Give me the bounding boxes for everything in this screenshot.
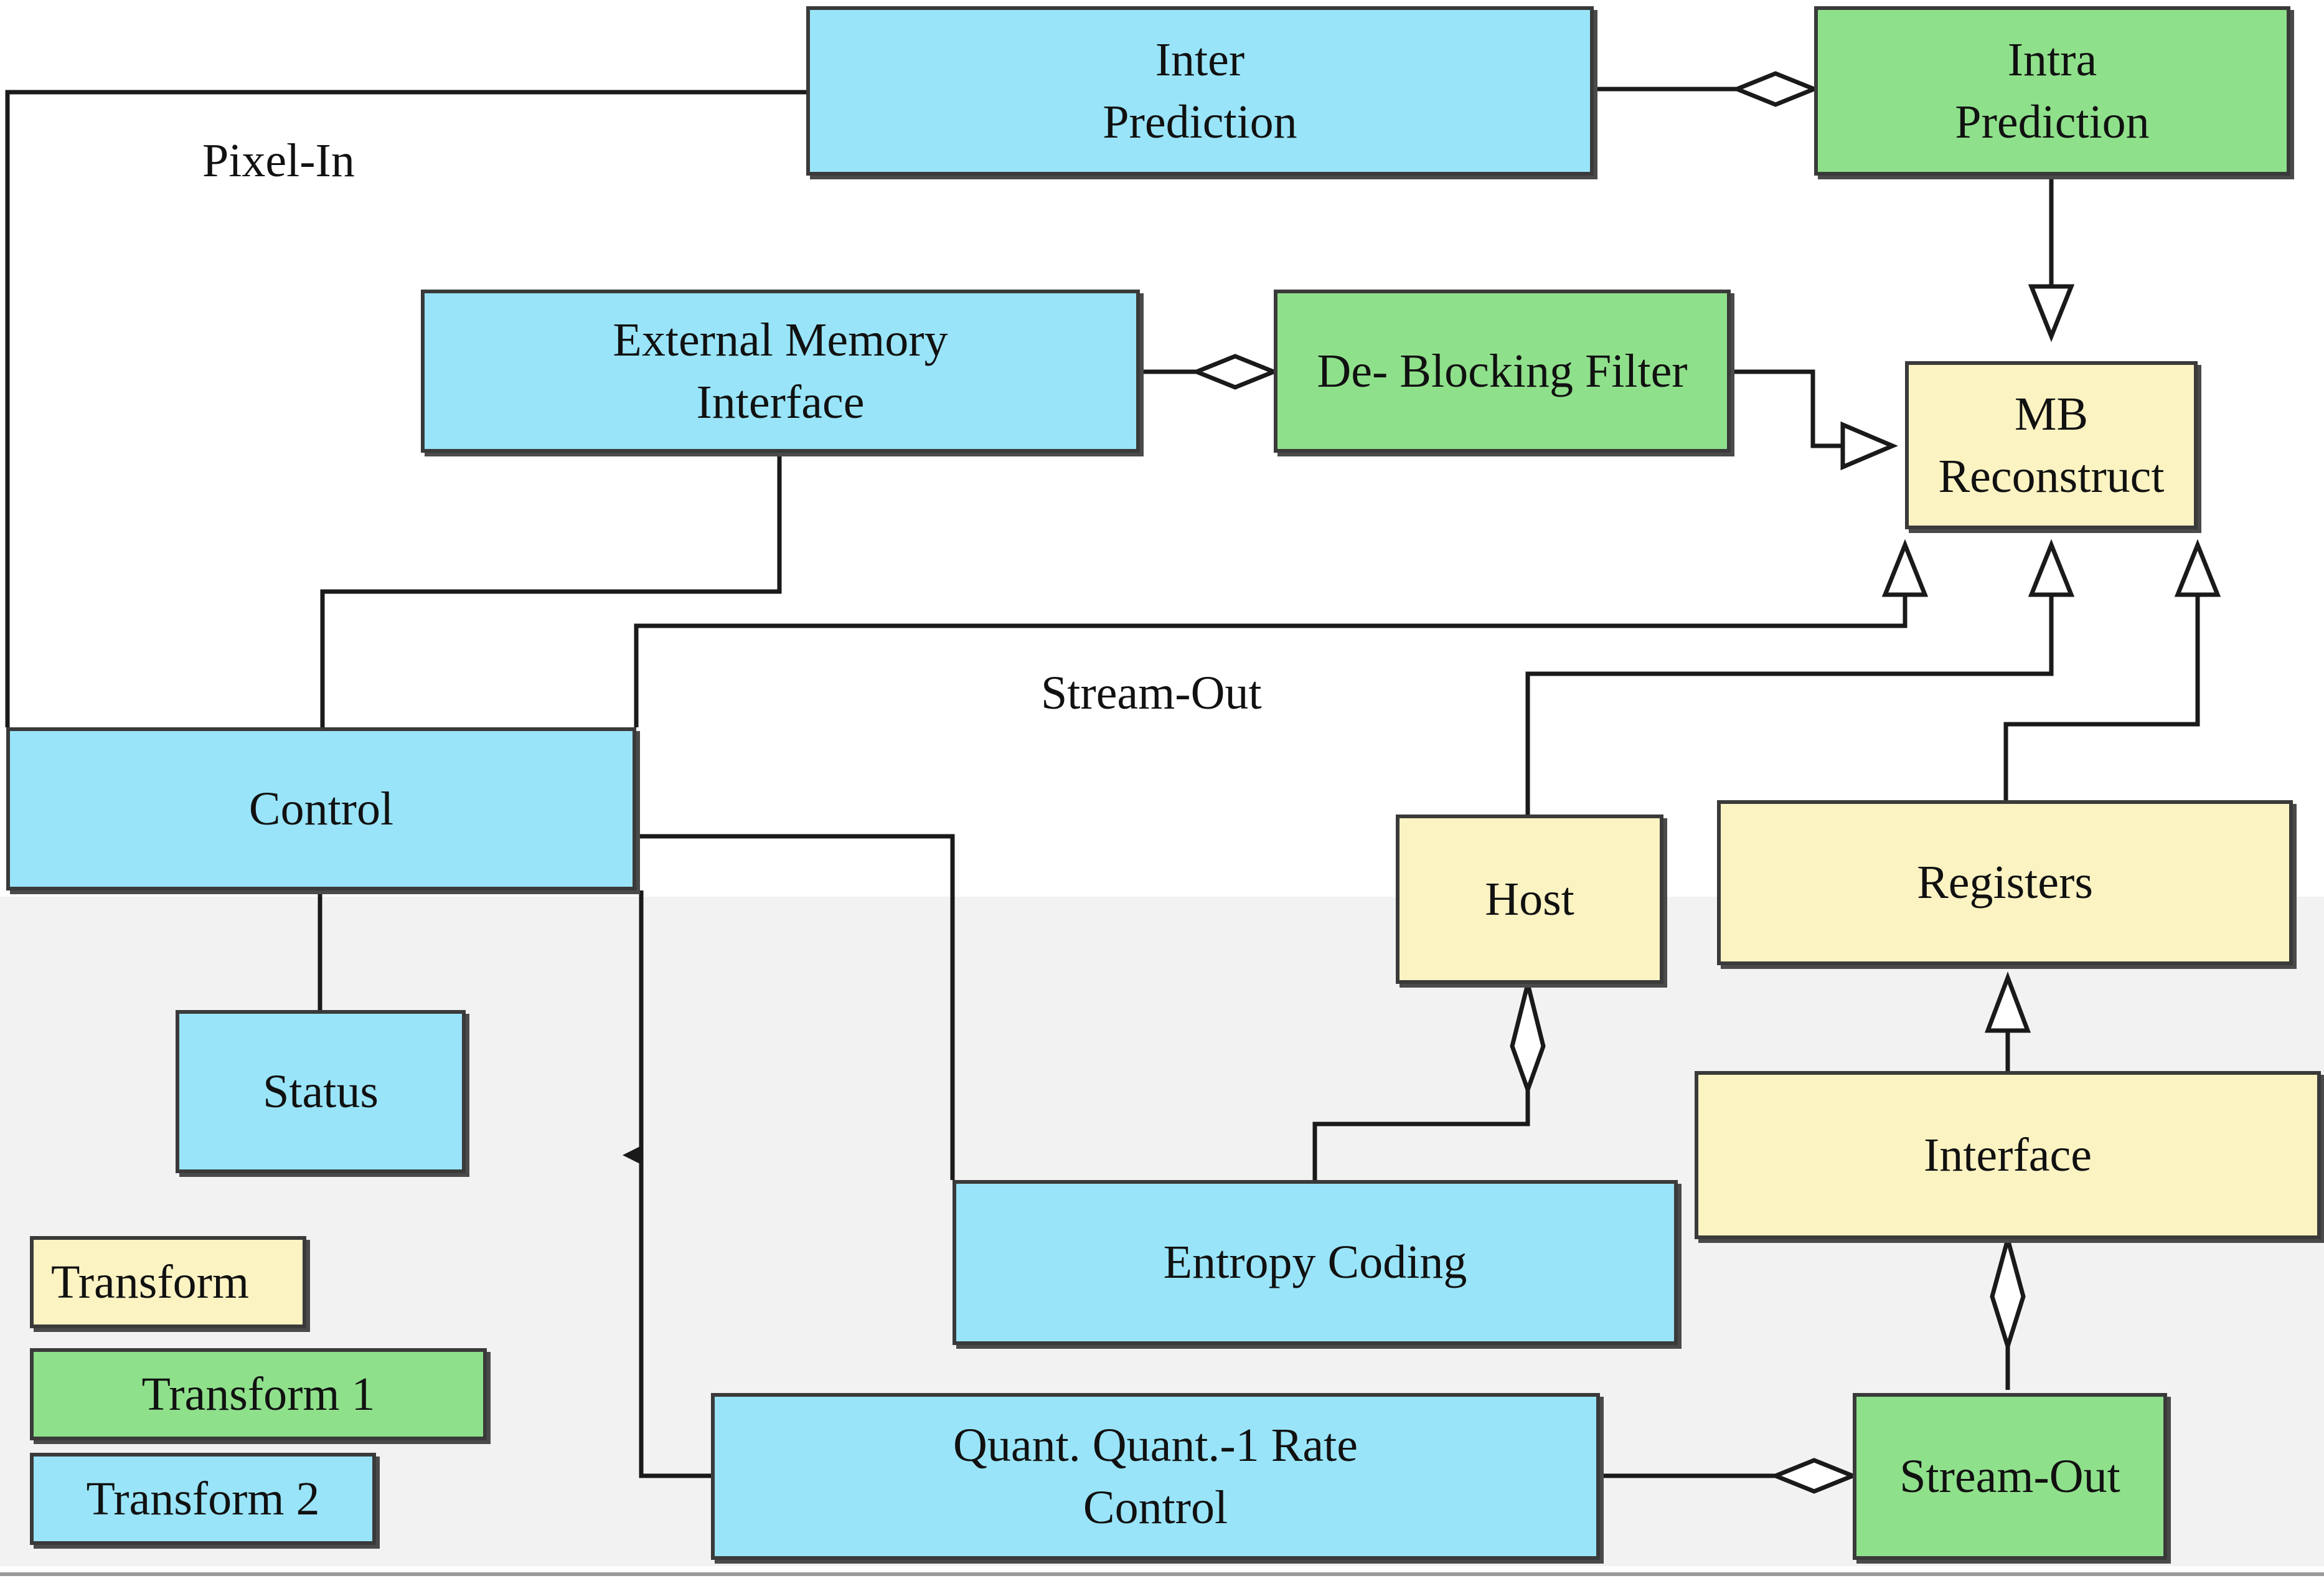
- line-entropy-to-host: [1312, 1090, 1530, 1180]
- diamond-interface: [1990, 1230, 2026, 1354]
- arrow-registers-to-mb: [2174, 539, 2221, 597]
- legend-transform-2: Transform 2: [30, 1453, 376, 1545]
- arrow-deblock-to-mb: [1840, 421, 1898, 471]
- legend-transform: Transform: [30, 1236, 306, 1328]
- stream-out-box: Stream-Out: [1853, 1393, 2167, 1560]
- deblocking-filter-box: De- Blocking Filter: [1274, 290, 1731, 453]
- pixel-in-label: Pixel-In: [202, 135, 355, 187]
- stream-out-label: Stream-Out: [1041, 667, 1262, 719]
- intra-prediction-box: Intra Prediction: [1814, 6, 2290, 176]
- line-control-to-entropy: [636, 834, 955, 1180]
- diamond-streamout: [1769, 1458, 1859, 1494]
- line-control-to-mb: [634, 595, 1908, 727]
- legend-transform-1: Transform 1: [30, 1348, 487, 1440]
- arrow-intra-to-mb: [2028, 284, 2075, 342]
- line-deblock-to-mb: [1731, 369, 1843, 448]
- diamond-host: [1510, 983, 1546, 1097]
- mb-reconstruct-box: MB Reconstruct: [1905, 361, 2198, 529]
- host-box: Host: [1396, 815, 1663, 984]
- bottom-rule: [0, 1572, 2324, 1576]
- arrow-control-to-mb: [1881, 539, 1929, 597]
- status-box: Status: [176, 1010, 466, 1173]
- diamond-deblock: [1190, 354, 1280, 390]
- entropy-coding-box: Entropy Coding: [953, 1180, 1678, 1345]
- small-arrow-mark: [623, 1146, 641, 1164]
- arrow-interface-to-registers: [1984, 971, 2031, 1033]
- inter-prediction-box: Inter Prediction: [806, 6, 1594, 176]
- external-memory-interface-box: External Memory Interface: [421, 290, 1140, 453]
- line-host-to-mb: [1525, 595, 2054, 815]
- line-inter-to-control: [5, 90, 806, 727]
- arrow-host-to-mb: [2028, 539, 2075, 597]
- interface-box: Interface: [1695, 1071, 2321, 1239]
- registers-box: Registers: [1717, 800, 2293, 965]
- line-registers-to-mb: [2003, 595, 2200, 800]
- quant-rate-control-box: Quant. Quant.-1 Rate Control: [711, 1393, 1600, 1560]
- control-box: Control: [6, 727, 636, 890]
- line-extmem-to-control: [320, 453, 782, 727]
- diamond-intra: [1731, 71, 1820, 107]
- line-control-to-quant: [639, 890, 711, 1478]
